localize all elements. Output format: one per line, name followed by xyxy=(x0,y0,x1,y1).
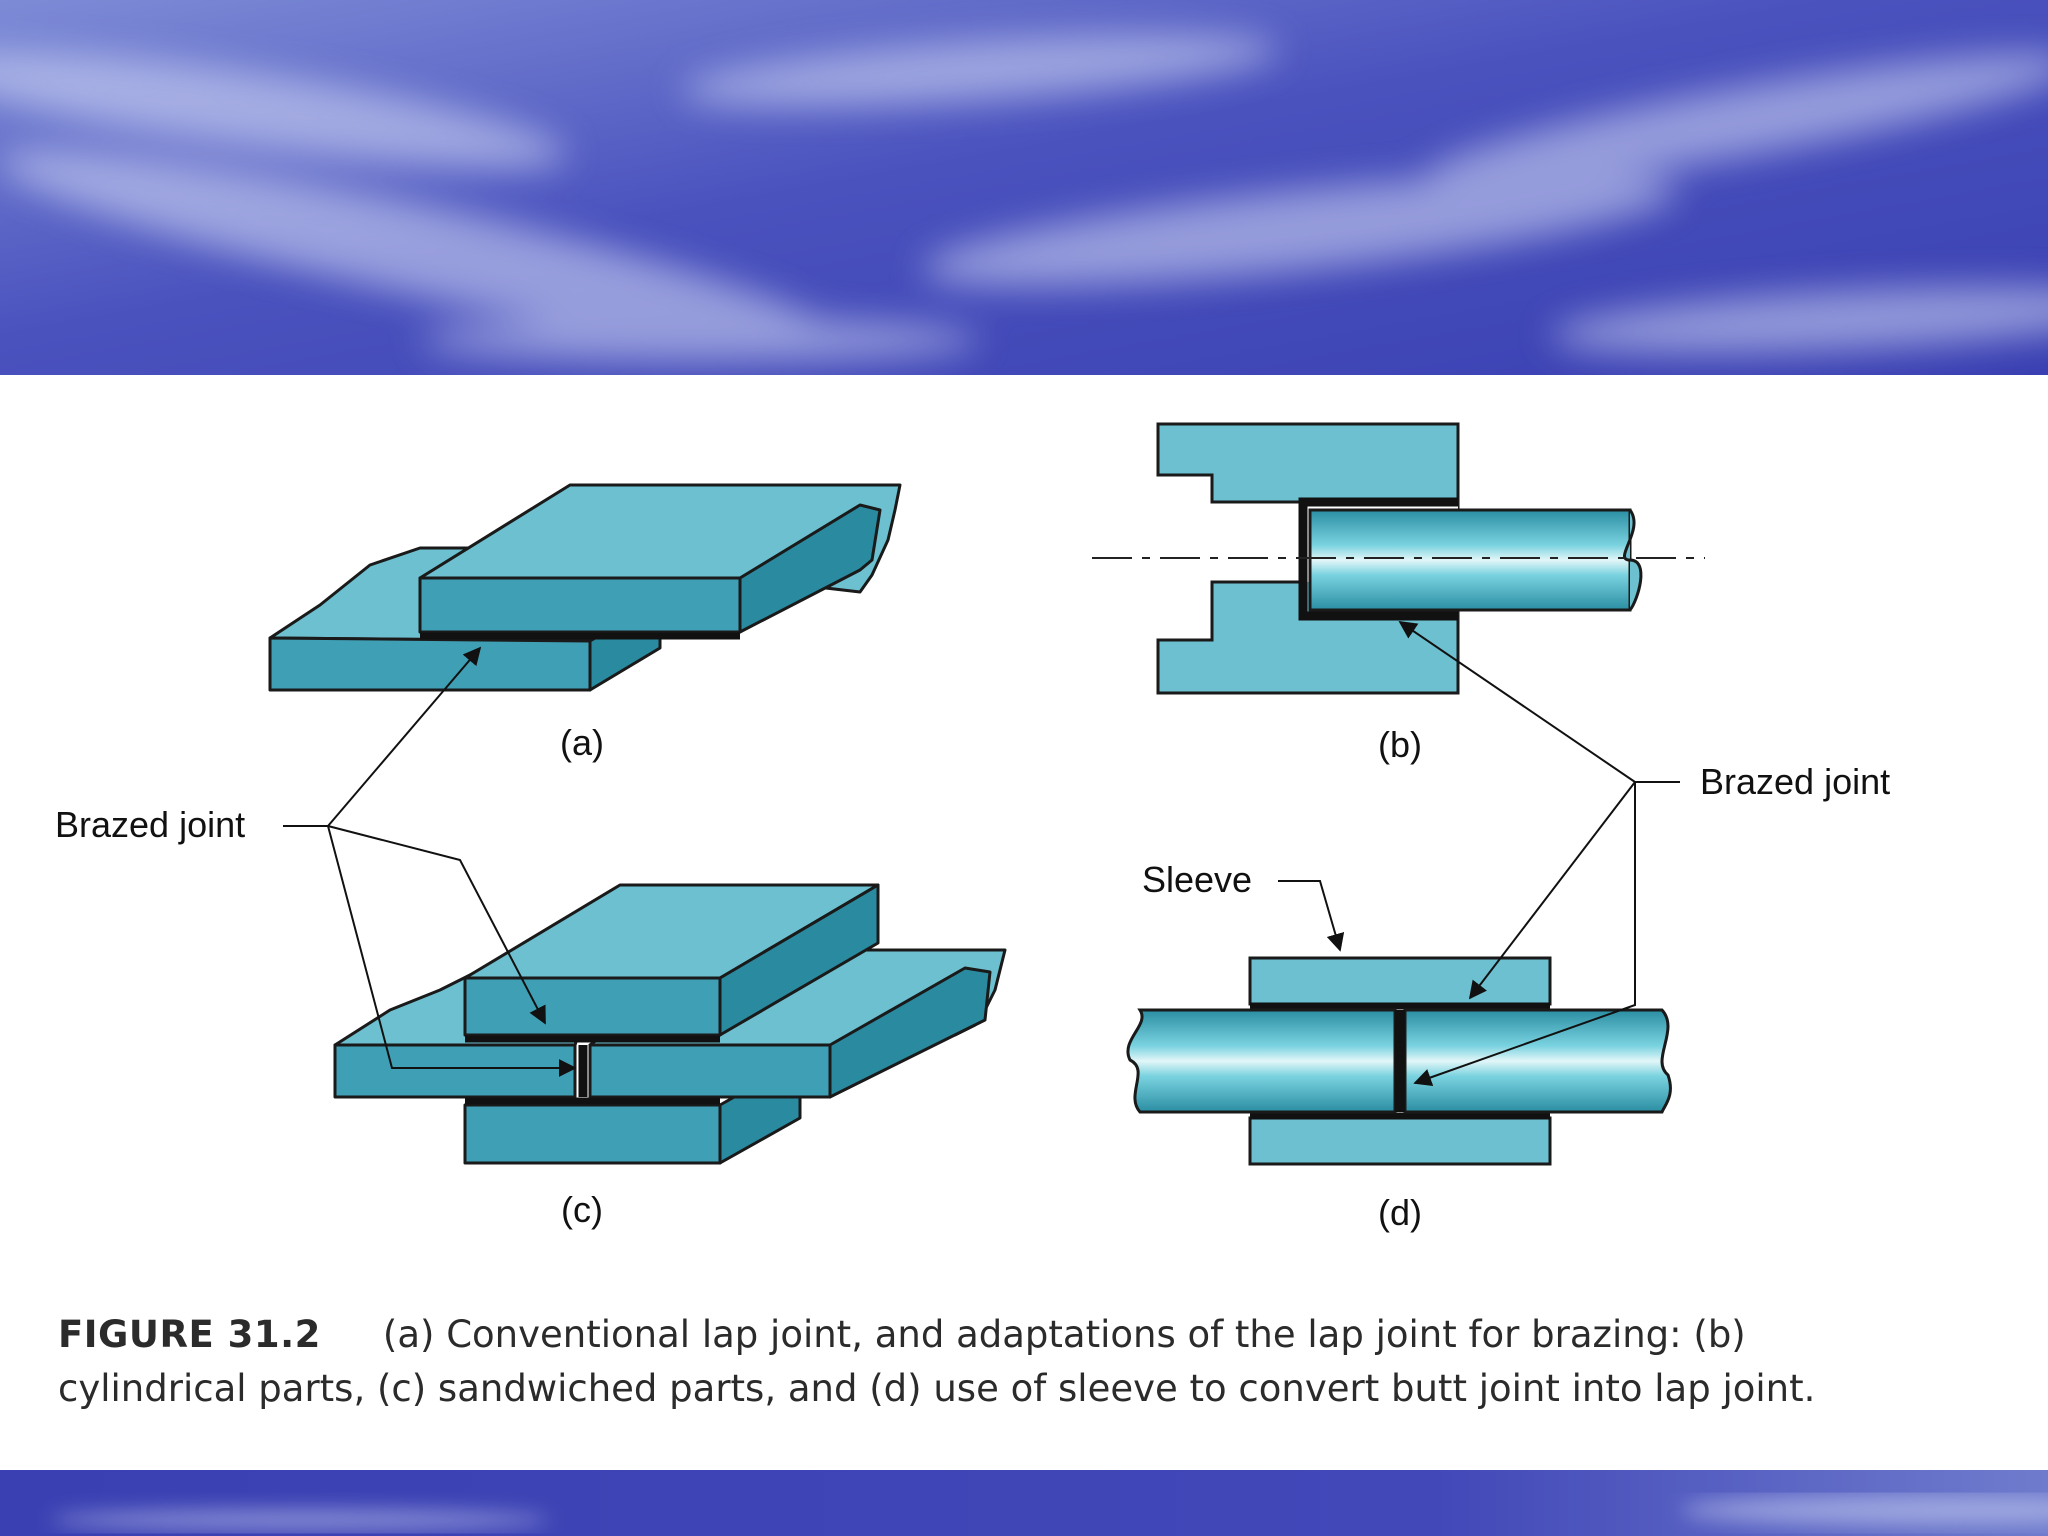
label-a: (a) xyxy=(560,722,604,763)
caption-text-1: (a) Conventional lap joint, and adaptati… xyxy=(382,1313,1746,1356)
leader-to-d-sleeve xyxy=(1468,781,1636,1000)
leader-to-sleeve xyxy=(1278,880,1345,952)
leader-to-d-butt xyxy=(1413,782,1636,1087)
top-plate-side-face xyxy=(738,503,882,634)
caption-line-1: FIGURE 31.2 (a) Conventional lap joint, a… xyxy=(58,1313,1746,1356)
brazed-joint-label-left: Brazed joint xyxy=(55,804,245,845)
leader-lines xyxy=(283,620,1680,1087)
bottom-plate-front-face xyxy=(268,636,592,692)
sleeve-bottom xyxy=(1248,1116,1552,1166)
top-plate-front-face xyxy=(418,576,742,634)
brazing-joints-figure: (a) (b) (c) (d) Brazed joint Brazed join… xyxy=(55,422,1890,1233)
caption-line-2: cylindrical parts, (c) sandwiched parts,… xyxy=(58,1367,1815,1410)
leader-to-b xyxy=(1398,620,1636,783)
label-b: (b) xyxy=(1378,724,1422,765)
right-rod xyxy=(1403,1008,1672,1114)
leader-to-a xyxy=(327,646,482,827)
left-rod xyxy=(1126,1008,1397,1114)
lower-block-front xyxy=(463,1103,722,1165)
bottom-sky-banner xyxy=(0,1470,2048,1536)
upper-block-side xyxy=(718,883,880,1037)
leader-to-c-butt xyxy=(327,825,577,1077)
sleeve-top xyxy=(1248,956,1552,1006)
rod-end xyxy=(1623,509,1643,611)
right-plate-front xyxy=(588,1043,832,1099)
right-plate-side xyxy=(828,966,992,1099)
label-c: (c) xyxy=(561,1189,603,1230)
upper-block-front xyxy=(463,976,722,1037)
cylindrical-joint-diagram xyxy=(1092,422,1705,695)
figure-number: FIGURE 31.2 xyxy=(58,1313,321,1356)
left-plate-front xyxy=(333,1043,577,1099)
caption-text-2: cylindrical parts, (c) sandwiched parts,… xyxy=(58,1367,1816,1410)
sleeve-label: Sleeve xyxy=(1142,859,1252,900)
brazed-joint-label-right: Brazed joint xyxy=(1700,761,1890,802)
label-d: (d) xyxy=(1378,1192,1422,1233)
leader-to-c-top xyxy=(327,825,546,1025)
inserted-rod xyxy=(1308,508,1632,612)
top-sky-banner xyxy=(0,0,2048,375)
sleeve-joint-diagram xyxy=(1126,956,1672,1166)
lap-joint-diagram xyxy=(268,483,902,692)
sandwiched-joint-diagram xyxy=(333,883,1007,1165)
